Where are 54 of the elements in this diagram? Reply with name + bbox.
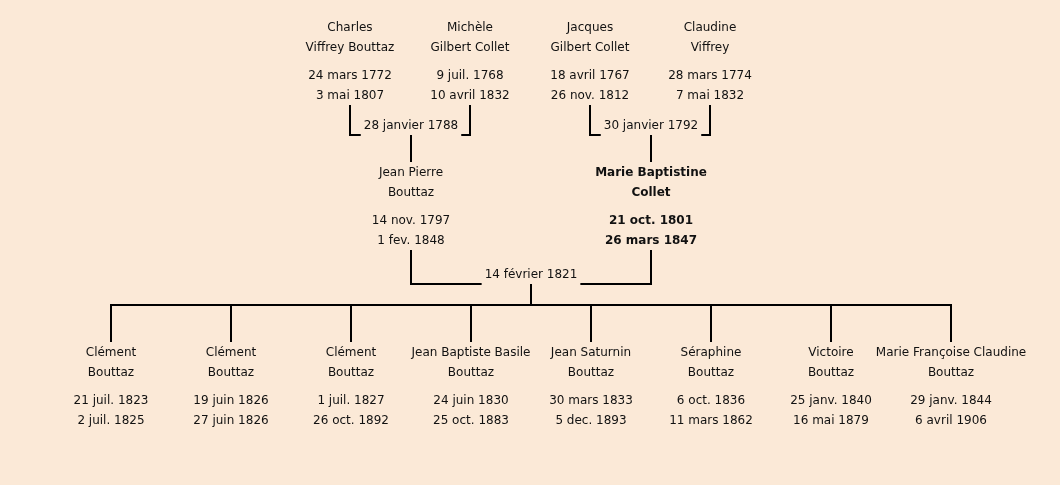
death-date: 26 mars 1847: [603, 232, 699, 249]
person-name: Clément Bouttaz: [84, 344, 138, 381]
death-date: 1 fev. 1848: [376, 232, 446, 249]
death-date: 27 juin 1826: [193, 412, 269, 429]
family-line: [579, 249, 652, 285]
person-name: Jean Baptiste Basile Bouttaz: [411, 344, 531, 381]
birth-date: 9 juil. 1768: [435, 67, 505, 84]
birth-date: 6 oct. 1836: [675, 392, 747, 409]
birth-date: 1 juil. 1827: [316, 392, 386, 409]
person-name: Marie Françoise Claudine Bouttaz: [875, 344, 1027, 381]
family-line: [410, 249, 483, 285]
family-line: [410, 134, 412, 163]
birth-date: 25 janv. 1840: [790, 392, 872, 409]
birth-date: 30 mars 1833: [549, 392, 633, 409]
death-date: 7 mai 1832: [674, 87, 746, 104]
marriage-date: 30 janvier 1792: [603, 117, 699, 134]
family-line: [530, 283, 952, 343]
death-date: 10 avril 1832: [430, 87, 510, 104]
death-date: 11 mars 1862: [669, 412, 753, 429]
person-name: Clément Bouttaz: [204, 344, 258, 381]
family-line: [589, 104, 602, 136]
death-date: 26 oct. 1892: [313, 412, 389, 429]
person-name: Jean Saturnin Bouttaz: [549, 344, 633, 381]
person-name: Marie Baptistine Collet: [595, 164, 707, 201]
birth-date: 29 janv. 1844: [909, 392, 993, 409]
birth-date: 18 avril 1767: [550, 67, 630, 84]
person-name: Clément Bouttaz: [324, 344, 378, 381]
marriage-date: 14 février 1821: [484, 266, 578, 283]
birth-date: 14 nov. 1797: [371, 212, 451, 229]
death-date: 25 oct. 1883: [432, 412, 510, 429]
birth-date: 19 juin 1826: [193, 392, 269, 409]
death-date: 26 nov. 1812: [550, 87, 630, 104]
birth-date: 28 mars 1774: [668, 67, 752, 84]
death-date: 6 avril 1906: [914, 412, 988, 429]
birth-date: 24 juin 1830: [432, 392, 510, 409]
death-date: 5 dec. 1893: [554, 412, 628, 429]
birth-date: 24 mars 1772: [307, 67, 393, 84]
death-date: 16 mai 1879: [792, 412, 870, 429]
person-name: Charles Viffrey Bouttaz: [305, 19, 395, 56]
person-name: Séraphine Bouttaz: [679, 344, 743, 381]
family-line: [650, 134, 652, 163]
family-line: [460, 104, 471, 136]
person-name: Victoire Bouttaz: [806, 344, 856, 381]
marriage-date: 28 janvier 1788: [363, 117, 459, 134]
birth-date: 21 juil. 1823: [73, 392, 149, 409]
person-name: Michèle Gilbert Collet: [430, 19, 510, 56]
person-name: Claudine Viffrey: [682, 19, 738, 56]
family-line: [349, 104, 362, 136]
family-line: [700, 104, 711, 136]
birth-date: 21 oct. 1801: [607, 212, 695, 229]
death-date: 2 juil. 1825: [76, 412, 146, 429]
person-name: Jacques Gilbert Collet: [550, 19, 630, 56]
death-date: 3 mai 1807: [314, 87, 386, 104]
person-name: Jean Pierre Bouttaz: [377, 164, 445, 201]
